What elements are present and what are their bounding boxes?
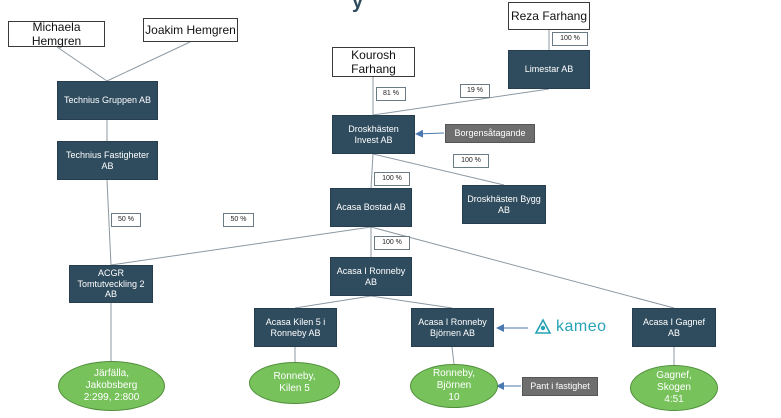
- line-joakim-technius: [106, 41, 191, 82]
- line-fastigheter-acgr: [106, 179, 112, 266]
- line-droskhasten-bygg: [372, 153, 505, 186]
- pct-kourosh-droskhasten: 81 %: [376, 87, 406, 101]
- person-michaela-hemgren: Michaela Hemgren: [8, 20, 105, 48]
- line-droskhasten-acasa: [370, 153, 374, 189]
- kameo-logo-icon: [534, 318, 552, 336]
- line-acasa-gagnef: [370, 226, 675, 309]
- arrow-borgen: [415, 129, 445, 138]
- note-pant-i-fastighet: Pant i fastighet: [522, 377, 598, 396]
- company-acgr-tomtutveckling: ACGR Tomtutveckling 2 AB: [69, 265, 153, 303]
- company-droskhasten-bygg: Droskhästen Bygg AB: [462, 185, 546, 224]
- company-technius-gruppen: Technius Gruppen AB: [57, 81, 158, 120]
- line-acasa-acgr: [110, 226, 372, 266]
- pct-reza-limestar: 100 %: [552, 32, 588, 46]
- person-kourosh-farhang: Kourosh Farhang: [332, 47, 415, 77]
- company-acasa-bostad: Acasa Bostad AB: [330, 188, 412, 227]
- company-acasa-ronneby: Acasa I Ronneby AB: [330, 257, 412, 296]
- pct-droskhasten-bygg: 100 %: [453, 154, 489, 168]
- company-droskhasten-invest: Droskhästen Invest AB: [332, 115, 415, 154]
- property-ronneby-bjornen: Ronneby, Björnen 10: [410, 364, 498, 408]
- company-acasa-kilen: Acasa Kilen 5 i Ronneby AB: [254, 308, 337, 347]
- property-jarfalla-jakobsberg: Järfälla, Jakobsberg 2:299, 2:800: [58, 361, 165, 411]
- person-joakim-hemgren: Joakim Hemgren: [143, 18, 238, 42]
- pct-acasa-acgr: 50 %: [223, 213, 254, 227]
- line-ronneby-bjornen: [370, 295, 453, 309]
- title-fragment: y: [352, 0, 364, 13]
- company-acasa-ronneby-bjornen: Acasa I Ronneby Björnen AB: [411, 308, 494, 347]
- kameo-logo: kameo: [534, 318, 607, 336]
- kameo-logo-text: kameo: [556, 318, 607, 335]
- pct-acasa-ronneby: 100 %: [374, 236, 410, 250]
- pct-technius-acgr: 50 %: [111, 213, 141, 227]
- company-limestar: Limestar AB: [508, 50, 590, 89]
- property-ronneby-kilen: Ronneby, Kilen 5: [249, 362, 340, 404]
- line-ronneby-kilen: [294, 295, 372, 309]
- pct-limestar-droskhasten: 19 %: [460, 84, 490, 98]
- company-technius-fastigheter: Technius Fastigheter AB: [57, 141, 158, 180]
- line-bjornen-prop: [451, 346, 455, 365]
- company-acasa-gagnef: Acasa I Gagnef AB: [632, 308, 716, 347]
- person-reza-farhang: Reza Farhang: [508, 2, 590, 30]
- note-borgensatagande: Borgensåtagande: [445, 124, 535, 143]
- line-limestar-droskhasten: [372, 88, 550, 116]
- property-gagnef-skogen: Gagnef, Skogen 4:51: [630, 365, 718, 411]
- line-michaela-technius: [56, 46, 108, 82]
- pct-droskhasten-acasa: 100 %: [374, 172, 410, 186]
